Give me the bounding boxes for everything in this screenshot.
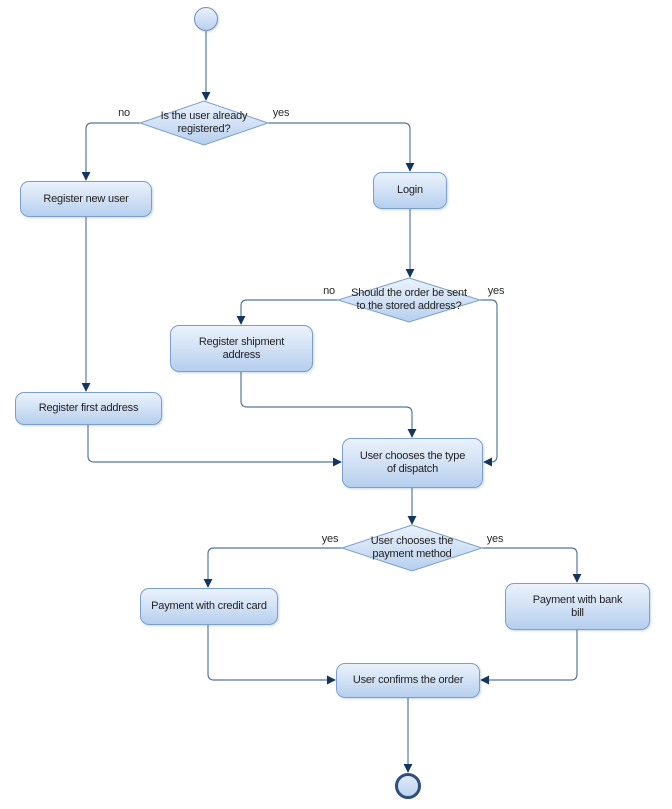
decision-payment-shape — [340, 524, 484, 572]
edge-registered-yes — [268, 122, 415, 172]
node-payment-bank-bill: Payment with bank bill — [505, 583, 650, 630]
edge-firstaddress-to-dispatch — [87, 425, 342, 467]
node-confirm-order: User confirms the order — [336, 663, 480, 698]
edge-label-stored-no: no — [323, 285, 335, 297]
edge-registered-no — [81, 122, 140, 181]
edge-label-registered-yes: yes — [272, 107, 290, 119]
node-register-new-user: Register new user — [20, 181, 152, 217]
start-node — [194, 7, 218, 31]
edge-shipment-to-dispatch — [240, 372, 417, 438]
edge-creditcard-to-confirm — [207, 625, 336, 685]
edge-payment-left — [203, 547, 342, 588]
edge-bankbill-to-confirm — [480, 630, 578, 685]
node-register-shipment-address: Register shipment address — [170, 325, 313, 372]
edge-label-stored-yes: yes — [487, 285, 505, 297]
node-register-first-address: Register first address — [15, 392, 162, 425]
node-choose-dispatch: User chooses the type of dispatch — [342, 438, 483, 488]
edge-label-payment-left: yes — [321, 533, 339, 545]
node-login: Login — [373, 172, 447, 209]
edge-label-payment-right: yes — [486, 533, 504, 545]
decision-registered-shape — [138, 100, 270, 146]
edge-label-registered-no: no — [118, 107, 130, 119]
decision-stored-address-shape — [336, 277, 482, 323]
edge-stored-no — [236, 299, 338, 325]
end-node — [395, 773, 421, 799]
edge-payment-right — [482, 547, 582, 583]
edge-stored-yes — [480, 299, 498, 467]
node-payment-credit-card: Payment with credit card — [140, 588, 278, 625]
